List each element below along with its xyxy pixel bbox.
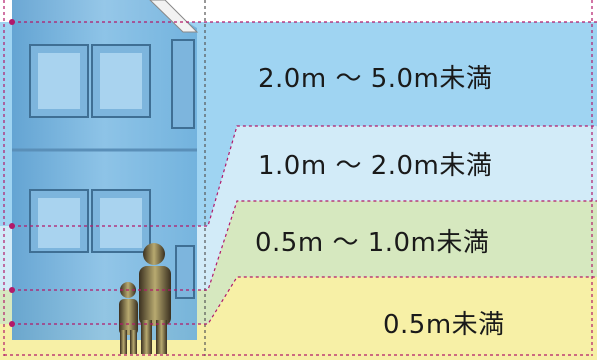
adult-figure [139,243,171,354]
band-label-0.5m-1m: 0.5m ～ 1.0m未満 [255,228,490,258]
band-label-2m-5m: 2.0m ～ 5.0m未満 [258,64,493,94]
child-figure [119,282,138,354]
band-label-1m-2m: 1.0m ～ 2.0m未満 [258,151,493,181]
level-markers [9,19,15,327]
level-lines [3,0,597,356]
band-label-under-0.5m: 0.5m未満 [383,310,505,340]
